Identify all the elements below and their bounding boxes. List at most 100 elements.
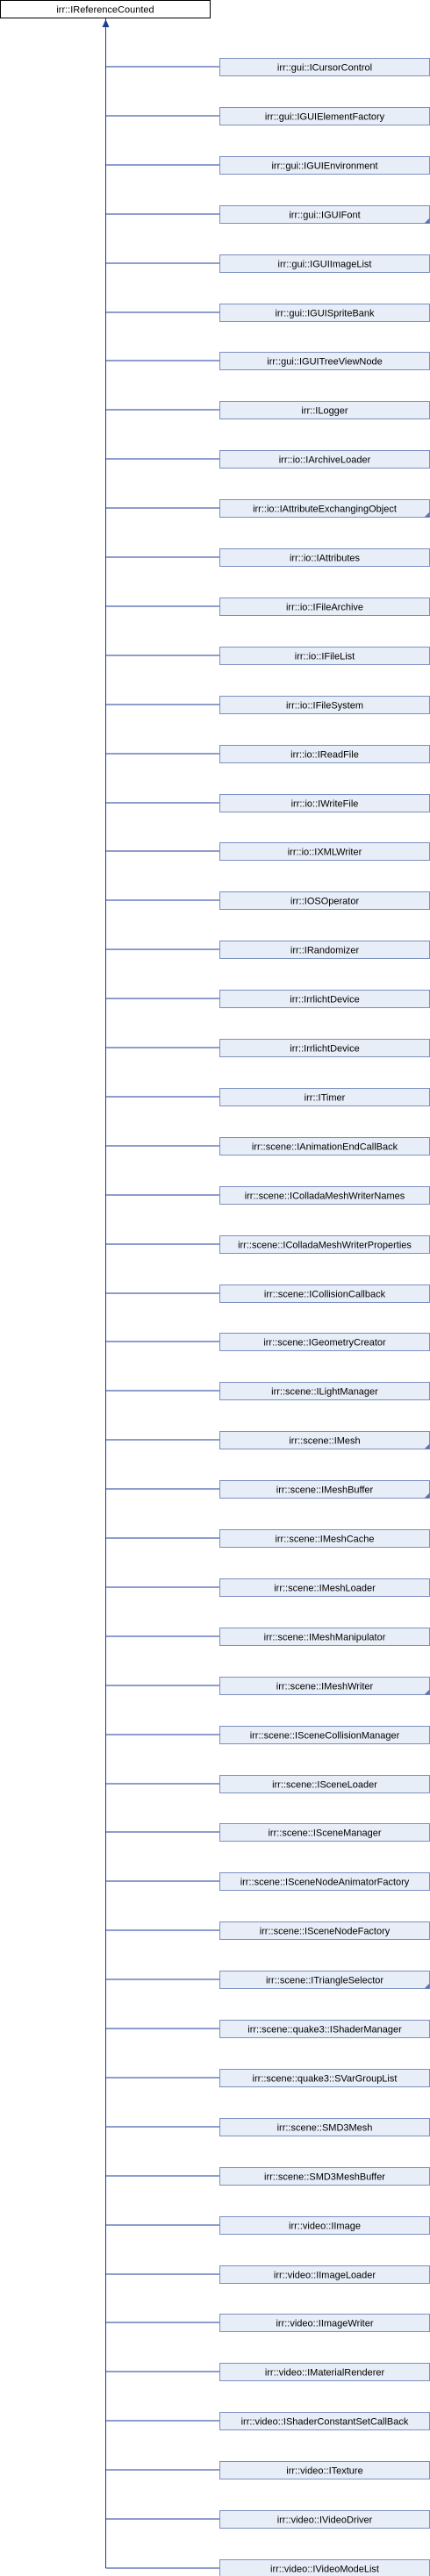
class-node-label: irr::scene::IMeshLoader — [274, 1584, 376, 1594]
class-node-label: irr::gui::IGUIImageList — [278, 260, 372, 270]
class-node-label: irr::video::ITexture — [286, 2466, 362, 2477]
class-node[interactable]: irr::io::IAttributes — [219, 548, 430, 567]
class-node[interactable]: irr::scene::IColladaMeshWriterProperties — [219, 1235, 430, 1254]
more-subclasses-marker — [424, 1689, 430, 1695]
more-subclasses-marker — [424, 1983, 430, 1989]
class-node-label: irr::scene::quake3::SVarGroupList — [253, 2074, 398, 2085]
class-node[interactable]: irr::gui::IGUIElementFactory — [219, 107, 430, 125]
class-node[interactable]: irr::gui::IGUISpriteBank — [219, 304, 430, 322]
class-node[interactable]: irr::IrrlichtDevice — [219, 1039, 430, 1057]
more-subclasses-marker — [424, 218, 430, 224]
class-node-label: irr::scene::ISceneNodeAnimatorFactory — [240, 1878, 410, 1888]
class-node[interactable]: irr::scene::ISceneManager — [219, 1823, 430, 1842]
class-node-label: irr::video::IImageLoader — [274, 2271, 376, 2281]
class-node-label: irr::IOSOperator — [290, 897, 360, 907]
child-nodes: irr::gui::ICursorControlirr::gui::IGUIEl… — [219, 58, 430, 2576]
class-node[interactable]: irr::io::IFileSystem — [219, 696, 430, 714]
class-node[interactable]: irr::scene::ISceneLoader — [219, 1775, 430, 1793]
class-node[interactable]: irr::scene::IMesh — [219, 1431, 430, 1449]
class-node-label: irr::gui::IGUITreeViewNode — [267, 357, 382, 368]
class-node[interactable]: irr::scene::ISceneCollisionManager — [219, 1726, 430, 1744]
class-node[interactable]: irr::scene::ILightManager — [219, 1382, 430, 1400]
class-node[interactable]: irr::scene::IMeshManipulator — [219, 1628, 430, 1646]
class-node[interactable]: irr::scene::IMeshCache — [219, 1529, 430, 1548]
class-node[interactable]: irr::scene::quake3::IShaderManager — [219, 2020, 430, 2038]
class-node-label: irr::video::IMaterialRenderer — [265, 2368, 385, 2379]
class-node[interactable]: irr::scene::ISceneNodeAnimatorFactory — [219, 1872, 430, 1891]
class-node-label: irr::IrrlichtDevice — [290, 995, 359, 1005]
class-node-label: irr::scene::IColladaMeshWriterNames — [245, 1191, 405, 1202]
class-node[interactable]: irr::scene::IColladaMeshWriterNames — [219, 1186, 430, 1205]
inheritance-arrowhead — [102, 19, 110, 27]
class-node[interactable]: irr::IOSOperator — [219, 891, 430, 910]
class-node-label: irr::scene::ISceneManager — [268, 1828, 381, 1839]
class-node-label: irr::scene::IAnimationEndCallBack — [252, 1142, 398, 1153]
class-node-label: irr::io::IAttributeExchangingObject — [253, 504, 397, 515]
class-node-label: irr::scene::ICollisionCallback — [264, 1290, 386, 1300]
class-node[interactable]: irr::scene::ISceneNodeFactory — [219, 1921, 430, 1940]
class-node[interactable]: irr::io::IFileArchive — [219, 597, 430, 616]
class-node-label: irr::gui::IGUIEnvironment — [271, 161, 377, 172]
class-node[interactable]: irr::scene::IAnimationEndCallBack — [219, 1137, 430, 1156]
class-node[interactable]: irr::scene::IMeshWriter — [219, 1677, 430, 1695]
class-node-label: irr::scene::SMD3Mesh — [277, 2123, 373, 2134]
class-node[interactable]: irr::scene::quake3::SVarGroupList — [219, 2069, 430, 2087]
class-node[interactable]: irr::scene::IMeshBuffer — [219, 1480, 430, 1499]
class-node-label: irr::gui::IGUIFont — [289, 211, 360, 221]
class-node[interactable]: irr::gui::IGUIEnvironment — [219, 156, 430, 175]
class-node[interactable]: irr::scene::IGeometryCreator — [219, 1333, 430, 1351]
class-node[interactable]: irr::video::ITexture — [219, 2461, 430, 2479]
class-node-label: irr::io::IFileSystem — [286, 701, 363, 712]
class-node[interactable]: irr::scene::SMD3MeshBuffer — [219, 2167, 430, 2186]
class-node-label: irr::scene::ITriangleSelector — [266, 1976, 383, 1986]
root-node-label: irr::IReferenceCounted — [56, 5, 154, 16]
class-node-label: irr::gui::IGUIElementFactory — [265, 112, 385, 123]
class-node-label: irr::video::IImage — [289, 2222, 361, 2232]
class-node[interactable]: irr::io::IArchiveLoader — [219, 450, 430, 469]
class-node-label: irr::IRandomizer — [290, 946, 360, 956]
class-node-label: irr::scene::ISceneNodeFactory — [260, 1927, 391, 1937]
class-node-label: irr::gui::ICursorControl — [277, 63, 372, 74]
class-node[interactable]: irr::video::IImageLoader — [219, 2265, 430, 2284]
class-node-label: irr::io::IWriteFile — [291, 799, 359, 810]
class-node[interactable]: irr::video::IImageWriter — [219, 2314, 430, 2332]
class-node-label: irr::video::IImageWriter — [276, 2319, 373, 2329]
class-node-label: irr::scene::ISceneLoader — [272, 1780, 377, 1791]
class-node[interactable]: irr::io::IReadFile — [219, 745, 430, 763]
class-node-label: irr::scene::IMeshManipulator — [264, 1633, 386, 1643]
class-node-label: irr::gui::IGUISpriteBank — [275, 309, 375, 319]
class-node-label: irr::io::IXMLWriter — [288, 848, 362, 858]
class-node-label: irr::io::IArchiveLoader — [279, 455, 371, 466]
class-node-label: irr::video::IVideoDriver — [277, 2515, 373, 2526]
class-node[interactable]: irr::video::IVideoDriver — [219, 2510, 430, 2529]
class-node[interactable]: irr::video::IImage — [219, 2216, 430, 2235]
class-node[interactable]: irr::io::IXMLWriter — [219, 842, 430, 861]
class-node[interactable]: irr::gui::IGUITreeViewNode — [219, 352, 430, 370]
root-node[interactable]: irr::IReferenceCounted — [0, 0, 211, 18]
class-node[interactable]: irr::scene::SMD3Mesh — [219, 2118, 430, 2136]
class-node[interactable]: irr::gui::IGUIImageList — [219, 254, 430, 273]
class-node[interactable]: irr::gui::ICursorControl — [219, 58, 430, 76]
class-node[interactable]: irr::io::IAttributeExchangingObject — [219, 499, 430, 518]
class-node-label: irr::scene::IMesh — [289, 1436, 360, 1447]
class-node[interactable]: irr::video::IMaterialRenderer — [219, 2363, 430, 2381]
class-node[interactable]: irr::scene::ICollisionCallback — [219, 1284, 430, 1303]
class-node-label: irr::scene::SMD3MeshBuffer — [264, 2172, 385, 2183]
more-subclasses-marker — [424, 1492, 430, 1499]
class-node[interactable]: irr::video::IShaderConstantSetCallBack — [219, 2412, 430, 2430]
class-node[interactable]: irr::io::IWriteFile — [219, 794, 430, 812]
class-node-label: irr::scene::IMeshCache — [275, 1535, 374, 1545]
class-node-label: irr::video::IVideoModeList — [270, 2565, 379, 2575]
class-node-label: irr::io::IReadFile — [290, 750, 359, 761]
class-node[interactable]: irr::video::IVideoModeList — [219, 2559, 430, 2576]
class-node-label: irr::scene::quake3::IShaderManager — [247, 2025, 402, 2036]
class-node[interactable]: irr::io::IFileList — [219, 647, 430, 665]
class-node[interactable]: irr::scene::IMeshLoader — [219, 1578, 430, 1597]
class-node[interactable]: irr::IRandomizer — [219, 941, 430, 959]
class-node[interactable]: irr::IrrlichtDevice — [219, 990, 430, 1008]
class-node[interactable]: irr::gui::IGUIFont — [219, 205, 430, 224]
class-node[interactable]: irr::ITimer — [219, 1088, 430, 1106]
class-node[interactable]: irr::scene::ITriangleSelector — [219, 1971, 430, 1989]
class-node[interactable]: irr::ILogger — [219, 401, 430, 419]
